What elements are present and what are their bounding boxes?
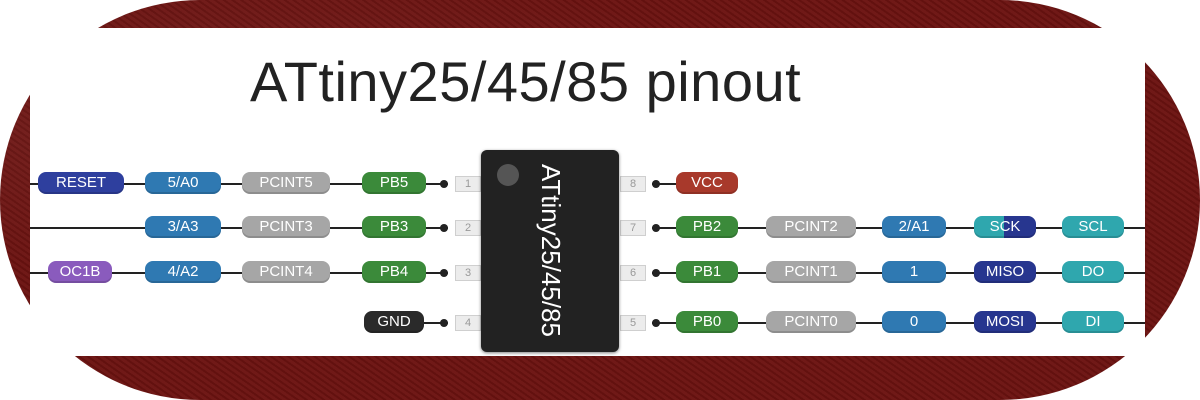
chip-label: ATtiny25/45/85 [536,164,566,337]
pin-dot [652,319,660,327]
page-title: ATtiny25/45/85 pinout [250,50,802,113]
pin-dot [652,180,660,188]
pin-number-3: 3 [455,265,481,281]
label-arduino-pin: 5/A0 [145,172,221,194]
label-pcint: PCINT5 [242,172,330,194]
pin-dot [652,224,660,232]
label-usi: DO [1062,261,1124,283]
label-port: PB4 [362,261,426,283]
label-port: PB1 [676,261,738,283]
label-arduino-pin: 2/A1 [882,216,946,238]
label-gnd: GND [364,311,424,333]
label-pcint: PCINT0 [766,311,856,333]
pin1-marker [497,164,519,186]
wire-pin4 [400,322,448,324]
pin-dot [440,224,448,232]
wire-pin2 [30,227,448,229]
label-port: PB3 [362,216,426,238]
label-arduino-pin: 0 [882,311,946,333]
pin-dot [440,180,448,188]
label-arduino-pin: 1 [882,261,946,283]
pin-number-1: 1 [455,176,481,192]
label-pcint: PCINT4 [242,261,330,283]
pin-number-6: 6 [620,265,646,281]
wire-pin3 [30,272,448,274]
label-reset: RESET [38,172,124,194]
label-spi: MOSI [974,311,1036,333]
label-port: PB5 [362,172,426,194]
pin-number-4: 4 [455,315,481,331]
label-pcint: PCINT1 [766,261,856,283]
pin-number-7: 7 [620,220,646,236]
label-timer: OC1B [48,261,112,283]
label-i2c: SCL [1062,216,1124,238]
label-spi: SCK [974,216,1036,238]
label-usi: DI [1062,311,1124,333]
label-arduino-pin: 3/A3 [145,216,221,238]
label-port: PB2 [676,216,738,238]
label-vcc: VCC [676,172,738,194]
label-port: PB0 [676,311,738,333]
label-pcint: PCINT2 [766,216,856,238]
pin-dot [440,319,448,327]
pin-number-5: 5 [620,315,646,331]
chip-body: ATtiny25/45/85 [481,150,619,352]
label-arduino-pin: 4/A2 [145,261,221,283]
pin-number-2: 2 [455,220,481,236]
pin-dot [652,269,660,277]
label-pcint: PCINT3 [242,216,330,238]
label-spi: MISO [974,261,1036,283]
pin-number-8: 8 [620,176,646,192]
pin-dot [440,269,448,277]
wire-pin1 [30,183,448,185]
